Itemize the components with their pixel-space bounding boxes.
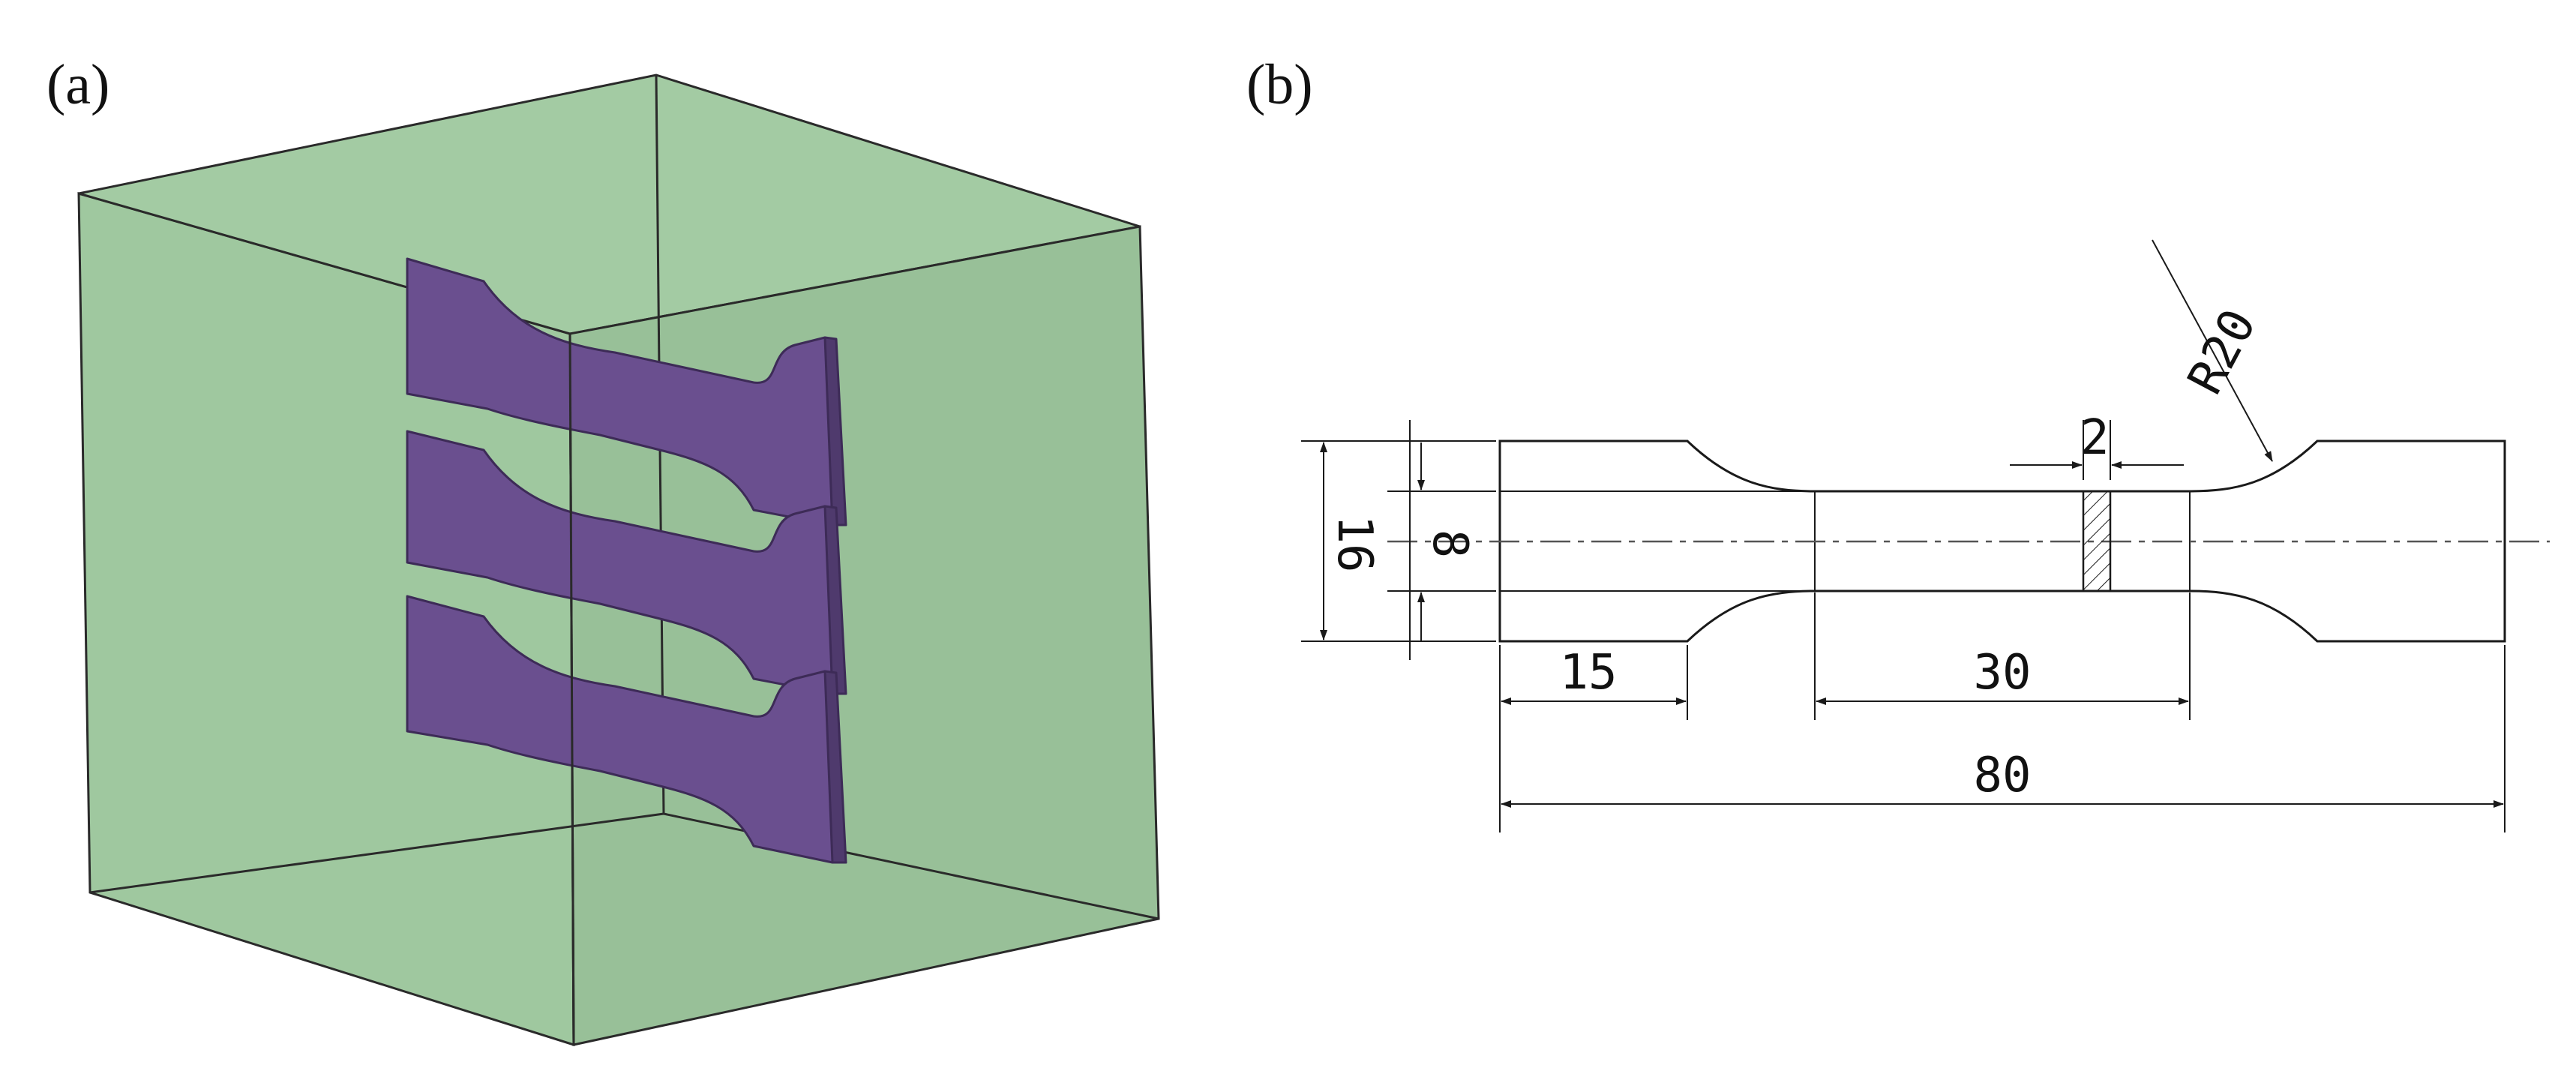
dim-grip-length-label: 15 <box>1559 645 1617 700</box>
dim-gauge-length: 30 <box>1814 592 2191 720</box>
dim-radius-label: R20 <box>2178 301 2268 404</box>
specimen-outline <box>1498 440 2506 643</box>
dim-total-length: 80 <box>1501 645 2506 832</box>
panel-b: (b) R20 2 1 <box>1246 53 2550 832</box>
dim-section-width-label: 2 <box>2080 410 2110 466</box>
dim-total-length-label: 80 <box>1973 748 2031 803</box>
specimen-top <box>406 257 847 526</box>
panel-a: (a) <box>46 53 1160 1047</box>
dim-gauge-width: 8 <box>1387 420 1496 660</box>
specimen-bottom <box>406 595 847 864</box>
specimen-middle <box>406 430 847 695</box>
cube-hidden-edge-left <box>89 812 664 894</box>
specimen-stack <box>406 257 847 864</box>
dim-grip-length: 15 <box>1499 645 1688 832</box>
panel-b-label: (b) <box>1246 53 1313 116</box>
dim-total-width: 16 <box>1301 440 1496 642</box>
dim-gauge-length-label: 30 <box>1973 645 2031 700</box>
specimen-drawing <box>1387 440 2550 643</box>
cube-front-edge <box>568 333 575 1046</box>
dim-section-width: 2 <box>2010 410 2184 480</box>
cross-section-hatch <box>2082 490 2112 592</box>
dim-radius: R20 <box>2152 239 2273 462</box>
dim-gauge-width-label: 8 <box>1422 530 1477 559</box>
dim-total-width-label: 16 <box>1327 514 1382 572</box>
panel-a-label: (a) <box>46 53 109 116</box>
